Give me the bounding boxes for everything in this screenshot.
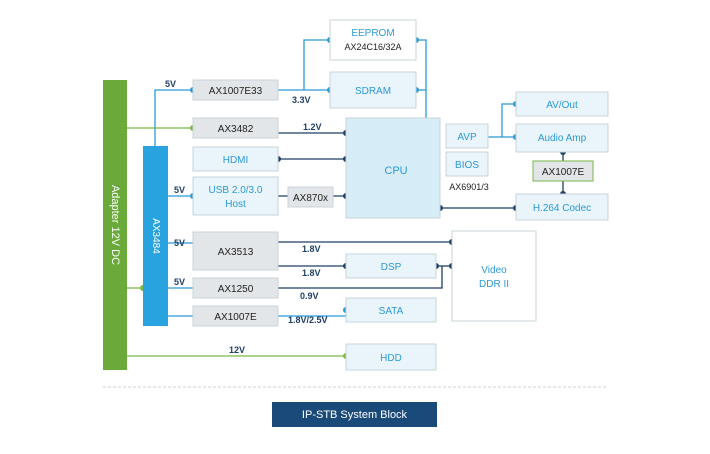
label-5v-top: 5V <box>165 79 176 89</box>
sata-block: SATA <box>345 297 437 323</box>
svg-text:Video: Video <box>481 265 507 276</box>
h264-codec-block: H.264 Codec <box>515 193 609 221</box>
svg-text:SDRAM: SDRAM <box>355 86 391 97</box>
eeprom-block: EEPROM AX24C16/32A <box>329 19 417 61</box>
svg-text:Host: Host <box>225 199 246 210</box>
line-avp-avout <box>501 103 516 137</box>
ax870x-block: AX870x <box>287 186 334 208</box>
svg-text:Audio Amp: Audio Amp <box>538 133 587 144</box>
svg-text:CPU: CPU <box>384 165 407 177</box>
label-0v9: 0.9V <box>300 291 319 301</box>
adapter-bar: Adapter 12V DC <box>103 80 127 370</box>
ax1007e33-block: AX1007E33 <box>192 79 279 101</box>
line-5v-ax1007e33 <box>154 89 193 146</box>
label-1v8-top: 1.8V <box>302 244 321 254</box>
label-5v-usb: 5V <box>174 185 185 195</box>
svg-text:USB 2.0/3.0: USB 2.0/3.0 <box>209 185 263 196</box>
ax3482-block: AX3482 <box>192 117 279 139</box>
line-ax1007e33-eeprom <box>303 39 330 90</box>
svg-text:EEPROM: EEPROM <box>351 28 394 39</box>
label-5v-ax3513: 5V <box>174 238 185 248</box>
svg-text:BIOS: BIOS <box>455 160 479 171</box>
svg-text:AX3482: AX3482 <box>218 124 254 135</box>
ax6901-label: AX6901/3 <box>449 182 489 192</box>
ax3484-label: AX3484 <box>150 218 161 254</box>
label-5v-ax1250: 5V <box>174 277 185 287</box>
label-1v8-dsp: 1.8V <box>302 268 321 278</box>
usb-host-block: USB 2.0/3.0 Host <box>192 176 279 216</box>
adapter-label: Adapter 12V DC <box>109 185 121 265</box>
svg-text:AX1007E: AX1007E <box>214 312 257 323</box>
cpu-block: CPU <box>345 117 441 219</box>
label-1v2: 1.2V <box>303 122 322 132</box>
svg-text:DSP: DSP <box>381 262 402 273</box>
label-3v3: 3.3V <box>292 95 311 105</box>
diagram-caption: IP-STB System Block <box>272 402 437 427</box>
ax1250-block: AX1250 <box>192 277 279 299</box>
video-ddr-block: Video DDR II <box>451 230 537 322</box>
svg-text:AX24C16/32A: AX24C16/32A <box>344 42 401 52</box>
svg-text:AX3513: AX3513 <box>218 247 254 258</box>
dsp-block: DSP <box>345 253 437 279</box>
sdram-block: SDRAM <box>329 71 417 109</box>
label-1v8-2v5: 1.8V/2.5V <box>288 315 328 325</box>
svg-text:H.264 Codec: H.264 Codec <box>533 203 591 214</box>
ax3513-block: AX3513 <box>192 231 279 271</box>
svg-text:AV/Out: AV/Out <box>546 100 578 111</box>
hdmi-block: HDMI <box>192 146 279 172</box>
svg-text:AX1007E: AX1007E <box>542 167 585 178</box>
svg-text:HDD: HDD <box>380 353 402 364</box>
ax1007e-bottom-block: AX1007E <box>192 305 279 327</box>
svg-text:AX1250: AX1250 <box>218 284 254 295</box>
ax1007e-right-block: AX1007E <box>532 160 594 182</box>
caption-text: IP-STB System Block <box>301 408 408 421</box>
svg-text:AX1007E33: AX1007E33 <box>209 86 263 97</box>
line-ax1250-video <box>278 266 443 289</box>
svg-text:AX870x: AX870x <box>293 193 328 204</box>
ax3484-bar: AX3484 <box>143 146 168 326</box>
hdd-block: HDD <box>345 343 437 371</box>
avp-block: AVP <box>445 123 489 149</box>
av-out-block: AV/Out <box>515 91 609 117</box>
svg-text:DDR II: DDR II <box>479 279 509 290</box>
line-eeprom-cpu <box>416 39 427 118</box>
svg-text:SATA: SATA <box>379 306 404 317</box>
svg-text:AVP: AVP <box>457 132 477 143</box>
voltage-labels: 5V 3.3V 1.2V 5V 5V 1.8V 1.8V 5V 0.9V 1.8… <box>165 79 328 355</box>
bios-block: BIOS <box>445 151 489 177</box>
svg-text:HDMI: HDMI <box>223 155 249 166</box>
audio-amp-block: Audio Amp <box>515 123 609 153</box>
label-12v: 12V <box>229 345 245 355</box>
connector-lines <box>127 39 564 357</box>
